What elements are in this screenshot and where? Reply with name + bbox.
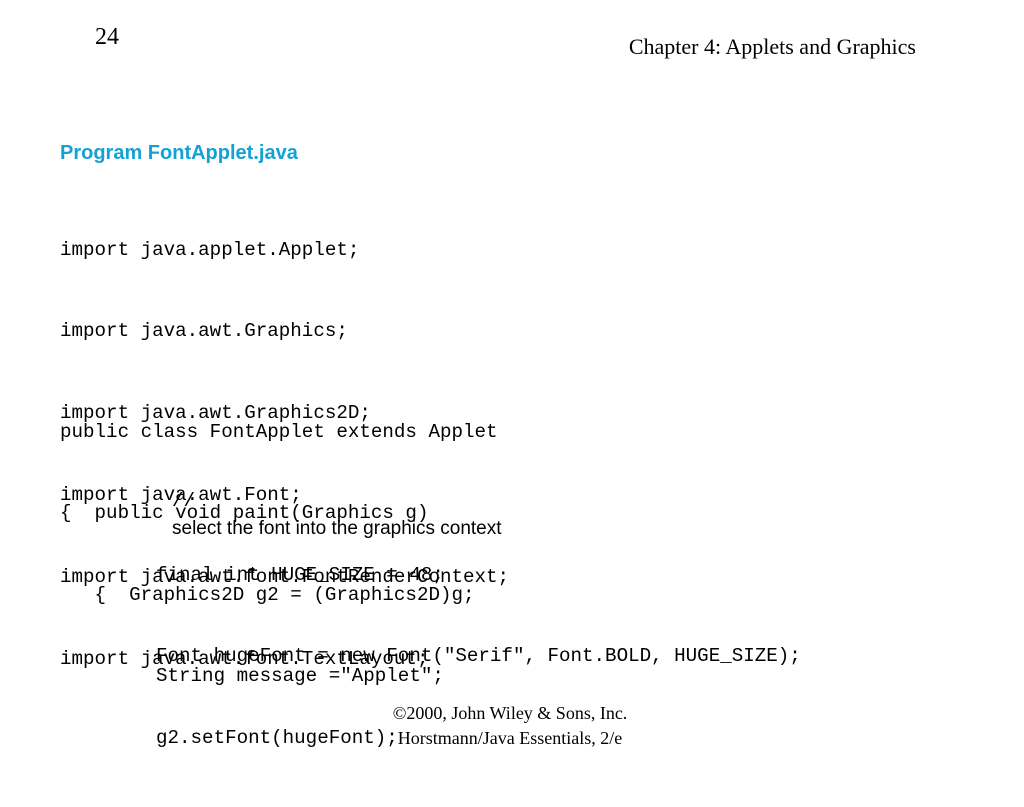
code-line: final int HUGE_SIZE = 48; (156, 563, 444, 586)
code-declarations: final int HUGE_SIZE = 48; Font hugeFont … (60, 507, 801, 807)
code-line: import java.awt.font.TextLayout; (60, 648, 429, 671)
code-line: { Graphics2D g2 = (Graphics2D)g; (60, 584, 475, 607)
slide-number: 24 (95, 24, 119, 50)
code-line: import java.awt.Graphics2D; (60, 402, 371, 425)
comment-marker: // (172, 490, 196, 512)
code-line: g2.setFont(hugeFont); (156, 727, 398, 750)
code-line: import java.awt.Font; (60, 484, 302, 507)
footer: ©2000, John Wiley & Sons, Inc. Horstmann… (380, 701, 640, 751)
program-title: Program FontApplet.java (60, 142, 298, 164)
code-line: { public void paint(Graphics g) (60, 502, 429, 525)
code-line: Font hugeFont = new Font("Serif", Font.B… (156, 645, 801, 668)
code-line: String message ="Applet"; (156, 664, 444, 687)
code-class-declaration: public class FontApplet extends Applet {… (60, 364, 498, 664)
code-line: import java.awt.font.FontRenderContext; (60, 566, 510, 589)
code-imports: import java.applet.Applet; import java.a… (60, 182, 509, 728)
code-line: import java.awt.Graphics; (60, 320, 348, 343)
code-line: public class FontApplet extends Applet (60, 420, 498, 443)
comment-text: select the font into the graphics contex… (172, 518, 502, 539)
footer-book: Horstmann/Java Essentials, 2/e (397, 728, 623, 748)
chapter-title: Chapter 4: Applets and Graphics (628, 34, 916, 59)
code-message: String message ="Applet"; (60, 608, 444, 744)
footer-copyright: ©2000, John Wiley & Sons, Inc. (392, 703, 628, 723)
code-line: import java.applet.Applet; (60, 238, 360, 261)
code-comment: // select the font into the graphics con… (156, 461, 502, 539)
